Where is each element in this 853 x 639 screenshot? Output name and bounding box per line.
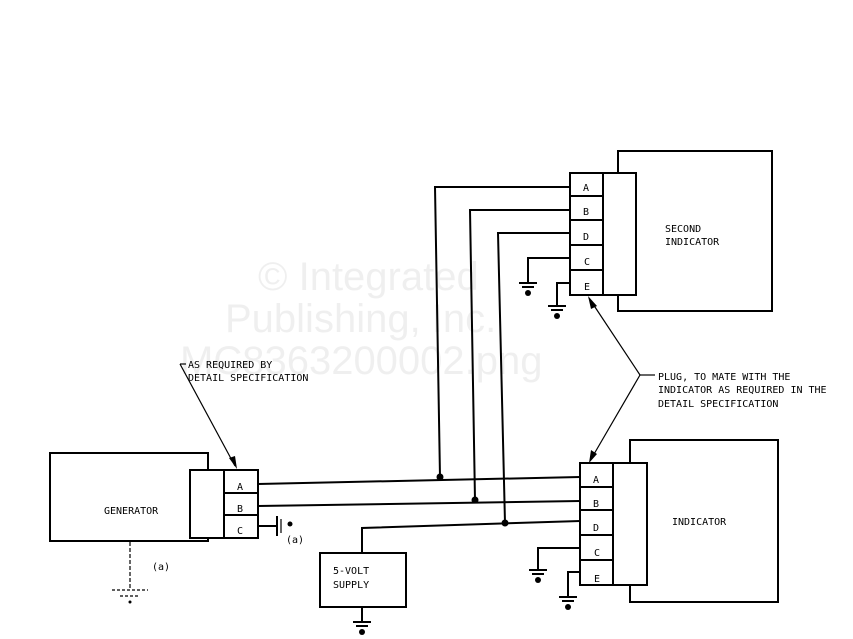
five-volt-supply: 5-VOLT SUPPLY [319,552,407,636]
junction-dot [501,519,509,527]
generator-label: GENERATOR [104,506,159,517]
ground-icon [528,569,548,584]
pin-label: B [237,504,243,515]
pin-label: C [584,257,590,268]
pin-label: A [583,183,589,194]
ground-icon [518,282,538,297]
supply-label: 5-VOLT [333,566,369,577]
junction-dot [471,496,479,504]
indicator-label: INDICATOR [672,517,727,528]
note-indicator-plug: PLUG, TO MATE WITH THE [658,372,790,383]
annotations: AS REQUIRED BY DETAIL SPECIFICATION PLUG… [179,296,827,469]
watermark-line-2: Publishing, Inc. [225,297,496,341]
indicator: A B D C E INDICATOR [579,439,779,603]
second-indicator-label: SECOND [665,224,701,235]
junction-dot [436,473,444,481]
watermark-line-1: © Integrated [258,255,479,299]
second-indicator-label: INDICATOR [665,237,720,248]
supply-label: SUPPLY [333,580,369,591]
pin-label: E [584,282,590,293]
ground-icon [558,596,578,611]
note-generator-plug: DETAIL SPECIFICATION [188,373,308,384]
pin-label: C [594,548,600,559]
note-indicator-plug: INDICATOR AS REQUIRED IN THE [658,385,827,396]
generator: A B C GENERATOR [49,452,259,542]
note-indicator-plug: DETAIL SPECIFICATION [658,399,778,410]
watermark-line-3: MC8363200002.png [180,339,543,383]
ground-icon [352,621,372,636]
wires: (a) (a) [112,186,581,611]
pin-label: A [237,482,243,493]
pin-label: B [593,499,599,510]
pin-label: E [594,574,600,585]
pin-label: D [593,523,599,534]
ground-note: (a) [152,562,170,573]
second-indicator: A B D C E SECOND INDICATOR [569,150,773,312]
pin-label: A [593,475,599,486]
watermark: © Integrated Publishing, Inc. MC83632000… [180,255,543,383]
note-generator-plug: AS REQUIRED BY [188,360,272,371]
ground-note: (a) [286,535,304,546]
pin-label: B [583,207,589,218]
pin-label: D [583,232,589,243]
ground-icon [547,305,567,320]
pin-label: C [237,526,243,537]
